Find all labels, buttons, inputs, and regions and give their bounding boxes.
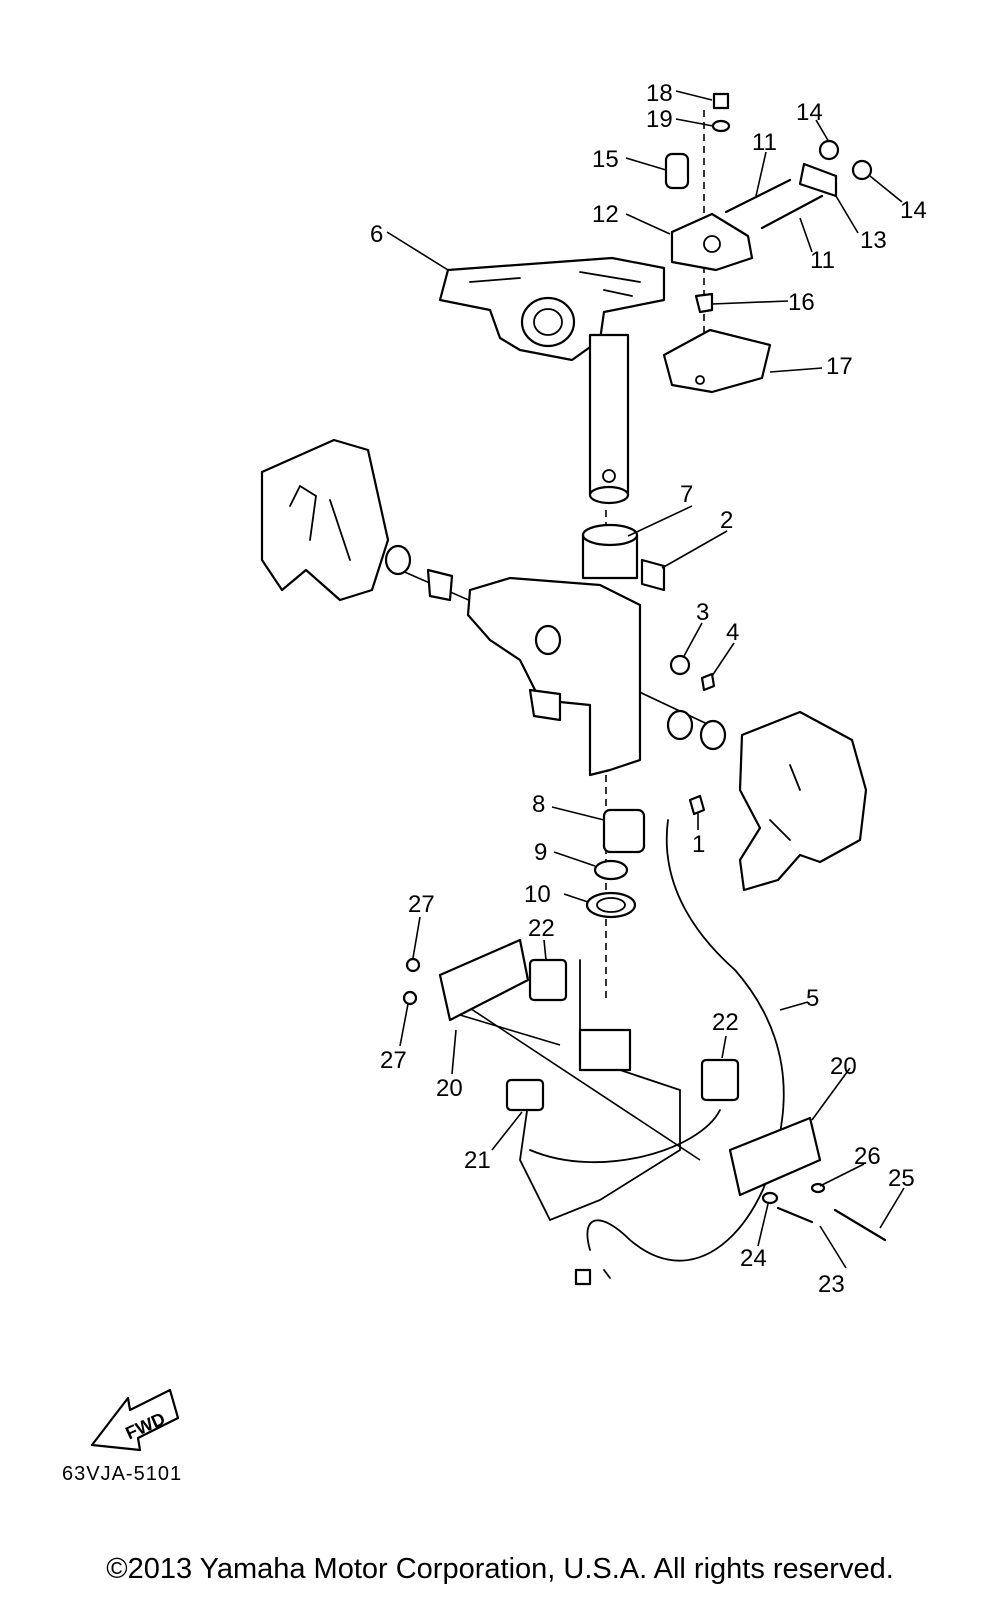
callout-6: 6	[370, 221, 383, 248]
copyright-notice: ©2013 Yamaha Motor Corporation, U.S.A. A…	[106, 1553, 894, 1585]
callout-27-bottom: 27	[380, 1047, 407, 1074]
bolts-23-25	[776, 1206, 887, 1242]
washers-24-26	[761, 1182, 826, 1205]
callout-24: 24	[740, 1245, 767, 1272]
seal-10	[585, 891, 637, 919]
pin	[664, 152, 690, 190]
swivel-bracket	[466, 576, 642, 777]
stud-bolts	[724, 178, 824, 230]
callout-3: 3	[696, 599, 709, 626]
top-clamp	[670, 212, 754, 272]
rubber-21	[505, 1078, 545, 1112]
callout-22-left: 22	[528, 915, 555, 942]
callout-5: 5	[806, 985, 819, 1012]
spring-washer	[666, 709, 727, 751]
bottom-screw	[574, 1268, 592, 1286]
steering-bracket	[438, 256, 666, 505]
diagram-code: 63VJA-5101	[62, 1463, 183, 1485]
clamp-block-left	[438, 938, 530, 1022]
small-bracket	[798, 162, 838, 198]
fwd-arrow-icon: FWD	[90, 1388, 180, 1452]
rubber-mounts	[528, 958, 740, 1102]
callout-8: 8	[532, 791, 545, 818]
bushing-8	[602, 808, 646, 854]
callout-25: 25	[888, 1165, 915, 1192]
screws-27	[402, 957, 421, 1006]
callout-20-left: 20	[436, 1075, 463, 1102]
callout-13: 13	[860, 227, 887, 254]
callout-21: 21	[464, 1147, 491, 1174]
callout-10: 10	[524, 881, 551, 908]
cover-plate	[662, 328, 772, 394]
callout-17: 17	[826, 353, 853, 380]
callout-16: 16	[788, 289, 815, 316]
bushing-3	[669, 654, 691, 676]
callout-14-right: 14	[900, 197, 927, 224]
right-side-plate	[738, 710, 868, 892]
callout-14-top: 14	[796, 99, 823, 126]
callout-27-top: 27	[408, 891, 435, 918]
bolt-4	[700, 672, 716, 692]
callout-18: 18	[646, 80, 673, 107]
callout-19: 19	[646, 106, 673, 133]
plate-2	[640, 558, 666, 592]
screw-18	[712, 92, 730, 110]
washer-19	[711, 119, 731, 133]
callout-12: 12	[592, 201, 619, 228]
callout-22-right: 22	[712, 1009, 739, 1036]
bushing-7	[581, 523, 639, 580]
callout-4: 4	[726, 619, 739, 646]
callout-20-right: 20	[830, 1053, 857, 1080]
grease-fitting	[694, 292, 714, 314]
left-side-plate	[260, 438, 454, 602]
lower-steering-bracket	[519, 959, 721, 1222]
callout-11-top: 11	[752, 129, 777, 156]
callout-11-bottom: 11	[810, 247, 835, 274]
callout-23: 23	[818, 1271, 845, 1298]
o-ring-9	[593, 859, 629, 881]
callout-1: 1	[692, 831, 705, 858]
callout-2: 2	[720, 507, 733, 534]
screw-1	[688, 794, 706, 816]
callout-7: 7	[680, 481, 693, 508]
clamp-block-right	[728, 1116, 822, 1197]
callout-15: 15	[592, 146, 619, 173]
callout-9: 9	[534, 839, 547, 866]
callout-26: 26	[854, 1143, 881, 1170]
